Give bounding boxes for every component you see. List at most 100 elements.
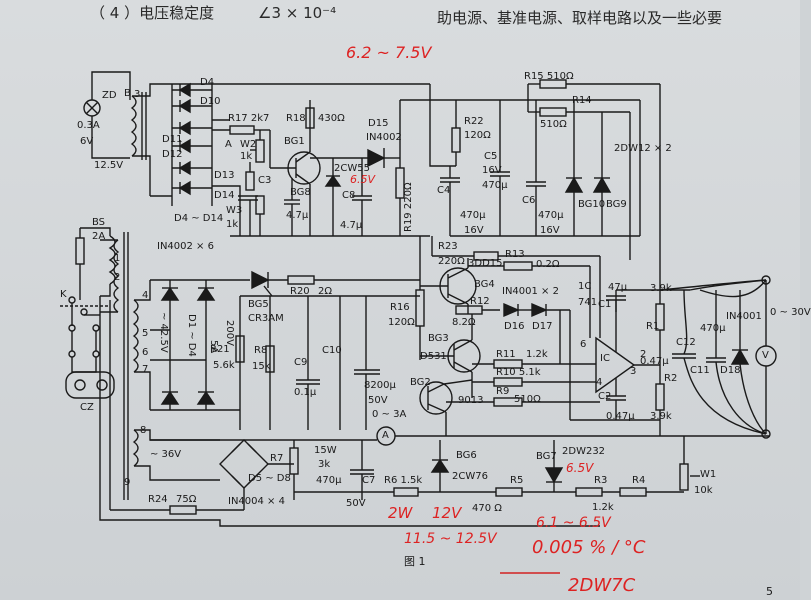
label-r22-value: 120Ω <box>464 130 491 141</box>
label-r5-value: 470 Ω <box>472 503 502 514</box>
label-2dw12x2: 2DW12 × 2 <box>614 143 672 154</box>
label-pin-2: 2 <box>640 349 647 360</box>
header-formula: ∠3 × 10⁻⁴ <box>258 4 337 22</box>
label-r24-value: 75Ω <box>176 494 197 505</box>
label-w2: W2 <box>240 139 257 150</box>
label-r3: R3 <box>594 475 608 486</box>
label-r17: R17 2k7 <box>228 113 270 124</box>
label-c10: C10 <box>322 345 342 356</box>
label-c7: C7 <box>362 475 376 486</box>
label-bg3: BG3 <box>428 333 449 344</box>
label-d17: D17 <box>532 321 553 332</box>
label-r11-value: 1.2k <box>526 349 548 360</box>
label-d531: D531 <box>420 351 447 362</box>
label-d14: D14 <box>214 190 235 201</box>
label-tap-4: 4 <box>142 290 149 301</box>
page-number: 5 <box>766 585 773 598</box>
transformer-secondary-upper <box>130 83 430 196</box>
label-d15-value: IN4002 <box>366 132 402 143</box>
label-r7-value2: 3k <box>318 459 331 470</box>
label-tap-7: 7 <box>142 364 149 375</box>
label-ic-1c: 1C <box>578 281 592 292</box>
label-r19: R19 220Ω <box>403 182 414 232</box>
label-lamp-rating-2: 6V <box>80 136 94 147</box>
label-r7-value: 15W <box>314 445 337 456</box>
label-ammeter-range: 0 ~ 3A <box>372 409 407 420</box>
label-tap-8: 8 <box>140 425 147 436</box>
label-bg5: BG5 <box>248 299 269 310</box>
label-ammeter: A <box>382 430 389 441</box>
label-w3-value: 1k <box>226 219 239 230</box>
label-d18: D18 <box>720 365 741 376</box>
label-r23-value: 220Ω <box>438 256 465 267</box>
label-r8: R8 <box>254 345 268 356</box>
label-c7-small: 4.7μ <box>286 210 309 221</box>
label-c4-value1: 470μ <box>460 210 486 221</box>
label-pin-3: 3 <box>630 366 637 377</box>
label-d16: D16 <box>504 321 525 332</box>
label-3dd15: 3DD15 <box>468 258 503 269</box>
label-ic-body: IC <box>600 353 610 364</box>
label-bg9: BG9 <box>606 199 627 210</box>
label-c12: C12 <box>676 337 696 348</box>
label-lamp-rating-1: 0.3A <box>77 120 100 131</box>
label-42-5v: ~ 42.5V <box>158 312 169 353</box>
label-in4004x4: IN4004 × 4 <box>228 496 285 507</box>
header-right-text: 助电源、基准电源、取样电路以及一些必要 <box>437 9 723 27</box>
label-in4002x6: IN4002 × 6 <box>157 241 214 252</box>
mains-input <box>60 227 116 399</box>
header-left-title: （ 4 ）电压稳定度 <box>90 4 215 22</box>
label-r9: R9 <box>496 386 510 397</box>
annotation-tempco: 0.005 % / °C <box>532 537 646 558</box>
label-9013: 9013 <box>458 395 484 406</box>
label-c12-value: 0.47μ <box>640 356 669 367</box>
label-r6: R6 1.5k <box>384 475 423 486</box>
label-bs: BS <box>92 217 106 228</box>
label-r14-value: 510Ω <box>540 119 567 130</box>
label-c4-value2: 16V <box>464 225 484 236</box>
label-2cw55: 2CW55 <box>334 163 370 174</box>
label-r3-value: 1.2k <box>592 502 614 513</box>
label-tap-5: 5 <box>142 328 149 339</box>
label-r8-value: 15k <box>252 361 271 372</box>
label-r14: R14 <box>572 95 592 106</box>
label-cr3am: CR3AM <box>248 313 284 324</box>
label-r2-value: 3.9k <box>650 411 672 422</box>
label-bg8: BG8 <box>290 187 311 198</box>
rectifier-diode-array <box>150 82 230 206</box>
label-k: K <box>60 289 67 300</box>
label-r1: R1 <box>646 321 660 332</box>
annotation-dz1: 6.5V <box>350 173 376 186</box>
label-w1: W1 <box>700 469 717 480</box>
label-d10: D10 <box>200 96 221 107</box>
label-12-5v: 12.5V <box>94 160 124 171</box>
label-bg7-value: 2DW232 <box>562 446 606 457</box>
label-tap-9: 9 <box>124 477 131 488</box>
label-d1-d4: D1 ~ D4 <box>186 314 197 357</box>
label-36v: ~ 36V <box>150 449 182 460</box>
label-pin-4: 4 <box>596 377 603 388</box>
annotation-top-range: 6.2 ~ 7.5V <box>346 43 432 62</box>
label-r21: R21 <box>210 344 230 355</box>
figure-caption: 图 1 <box>404 555 426 568</box>
label-bg1: BG1 <box>284 136 305 147</box>
label-c6-value1: 470μ <box>538 210 564 221</box>
label-w2-value: 1k <box>240 151 253 162</box>
label-tap-6: 6 <box>142 347 149 358</box>
label-c1: C1 <box>598 299 612 310</box>
annotation-bg7-voltage: 6.5V <box>566 461 594 475</box>
label-c9: C9 <box>294 357 308 368</box>
aux-12v-supply <box>99 296 600 527</box>
label-tap-2: 2 <box>114 272 121 283</box>
label-tap-b: B <box>124 88 131 99</box>
label-r18-value: 430Ω <box>318 113 345 124</box>
label-tap-1: 1 <box>114 253 121 264</box>
label-r24: R24 <box>148 494 168 505</box>
label-bs-value: 2A <box>92 231 106 242</box>
label-r5: R5 <box>510 475 524 486</box>
label-r20: R20 <box>290 286 310 297</box>
label-in4001x2: IN4001 × 2 <box>502 286 559 297</box>
annotation-part-number: 2DW7C <box>568 575 636 596</box>
